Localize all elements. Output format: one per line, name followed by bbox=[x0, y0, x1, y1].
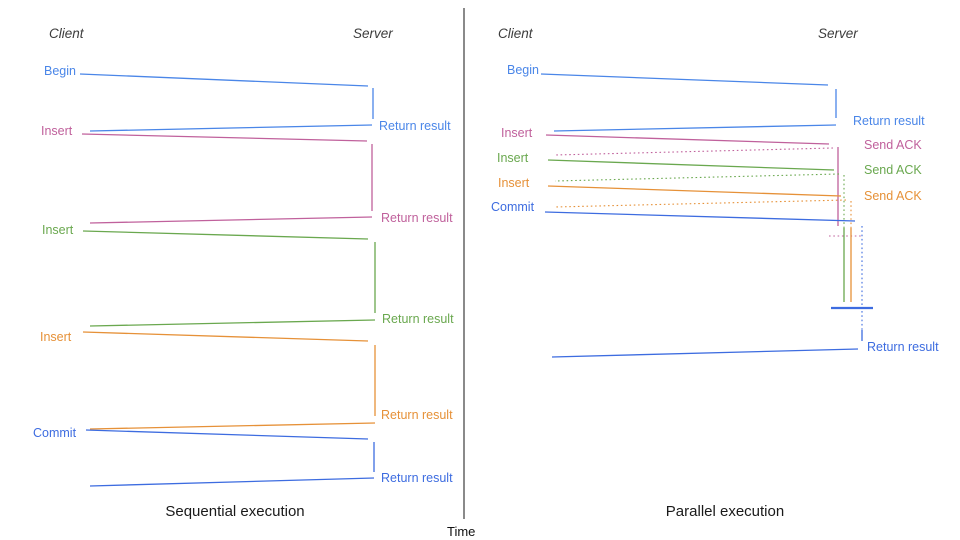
par-insert1-ack: Send ACK bbox=[864, 138, 922, 152]
seq-insert3-result: Return result bbox=[381, 408, 453, 422]
par-begin-result: Return result bbox=[853, 114, 925, 128]
par-insert1-ack-line bbox=[554, 147, 834, 156]
parallel-panel-lines bbox=[540, 73, 873, 358]
par-insert2-ack-line bbox=[554, 173, 840, 182]
parallel-title: Parallel execution bbox=[665, 503, 785, 520]
seq-insert2-result: Return result bbox=[382, 312, 454, 326]
seq-insert1-return-line bbox=[89, 216, 373, 224]
seq-insert1-request-line bbox=[81, 133, 368, 142]
par-insert3-label: Insert bbox=[498, 176, 530, 190]
seq-commit-result: Return result bbox=[381, 471, 453, 485]
par-insert2-ack: Send ACK bbox=[864, 163, 922, 177]
seq-begin-request-line bbox=[79, 73, 369, 87]
seq-client-header: Client bbox=[49, 26, 84, 41]
sequential-title: Sequential execution bbox=[165, 503, 305, 520]
par-final-return-line bbox=[551, 348, 859, 358]
seq-insert2-label: Insert bbox=[42, 223, 74, 237]
par-insert2-label: Insert bbox=[497, 151, 529, 165]
seq-commit-label: Commit bbox=[33, 426, 77, 440]
par-insert1-request-line bbox=[545, 134, 830, 145]
seq-begin-label: Begin bbox=[44, 64, 76, 78]
par-begin-label: Begin bbox=[507, 63, 539, 77]
par-server-header: Server bbox=[818, 26, 858, 41]
time-axis-label: Time bbox=[447, 524, 476, 539]
par-begin-request-line bbox=[540, 73, 829, 86]
seq-begin-return-line bbox=[89, 124, 373, 132]
par-insert1-label: Insert bbox=[501, 126, 533, 140]
par-insert3-request-line bbox=[547, 185, 842, 197]
par-insert2-request-line bbox=[547, 159, 835, 171]
seq-insert1-label: Insert bbox=[41, 124, 73, 138]
par-begin-return-line bbox=[553, 124, 837, 132]
seq-server-header: Server bbox=[353, 26, 393, 41]
seq-insert1-result: Return result bbox=[381, 211, 453, 225]
sequential-panel-lines bbox=[79, 73, 376, 487]
seq-insert3-return-line bbox=[89, 422, 376, 430]
par-insert3-ack-line bbox=[554, 199, 847, 208]
par-client-header: Client bbox=[498, 26, 533, 41]
par-commit-request-line bbox=[544, 211, 856, 222]
seq-insert3-request-line bbox=[82, 331, 369, 342]
par-commit-label: Commit bbox=[491, 200, 535, 214]
seq-insert3-label: Insert bbox=[40, 330, 72, 344]
seq-begin-result: Return result bbox=[379, 119, 451, 133]
par-final-result: Return result bbox=[867, 340, 939, 354]
par-insert3-ack: Send ACK bbox=[864, 189, 922, 203]
seq-insert2-return-line bbox=[89, 319, 376, 327]
seq-commit-request-line bbox=[85, 429, 369, 440]
seq-commit-return-line bbox=[89, 477, 375, 487]
seq-insert2-request-line bbox=[82, 230, 369, 240]
